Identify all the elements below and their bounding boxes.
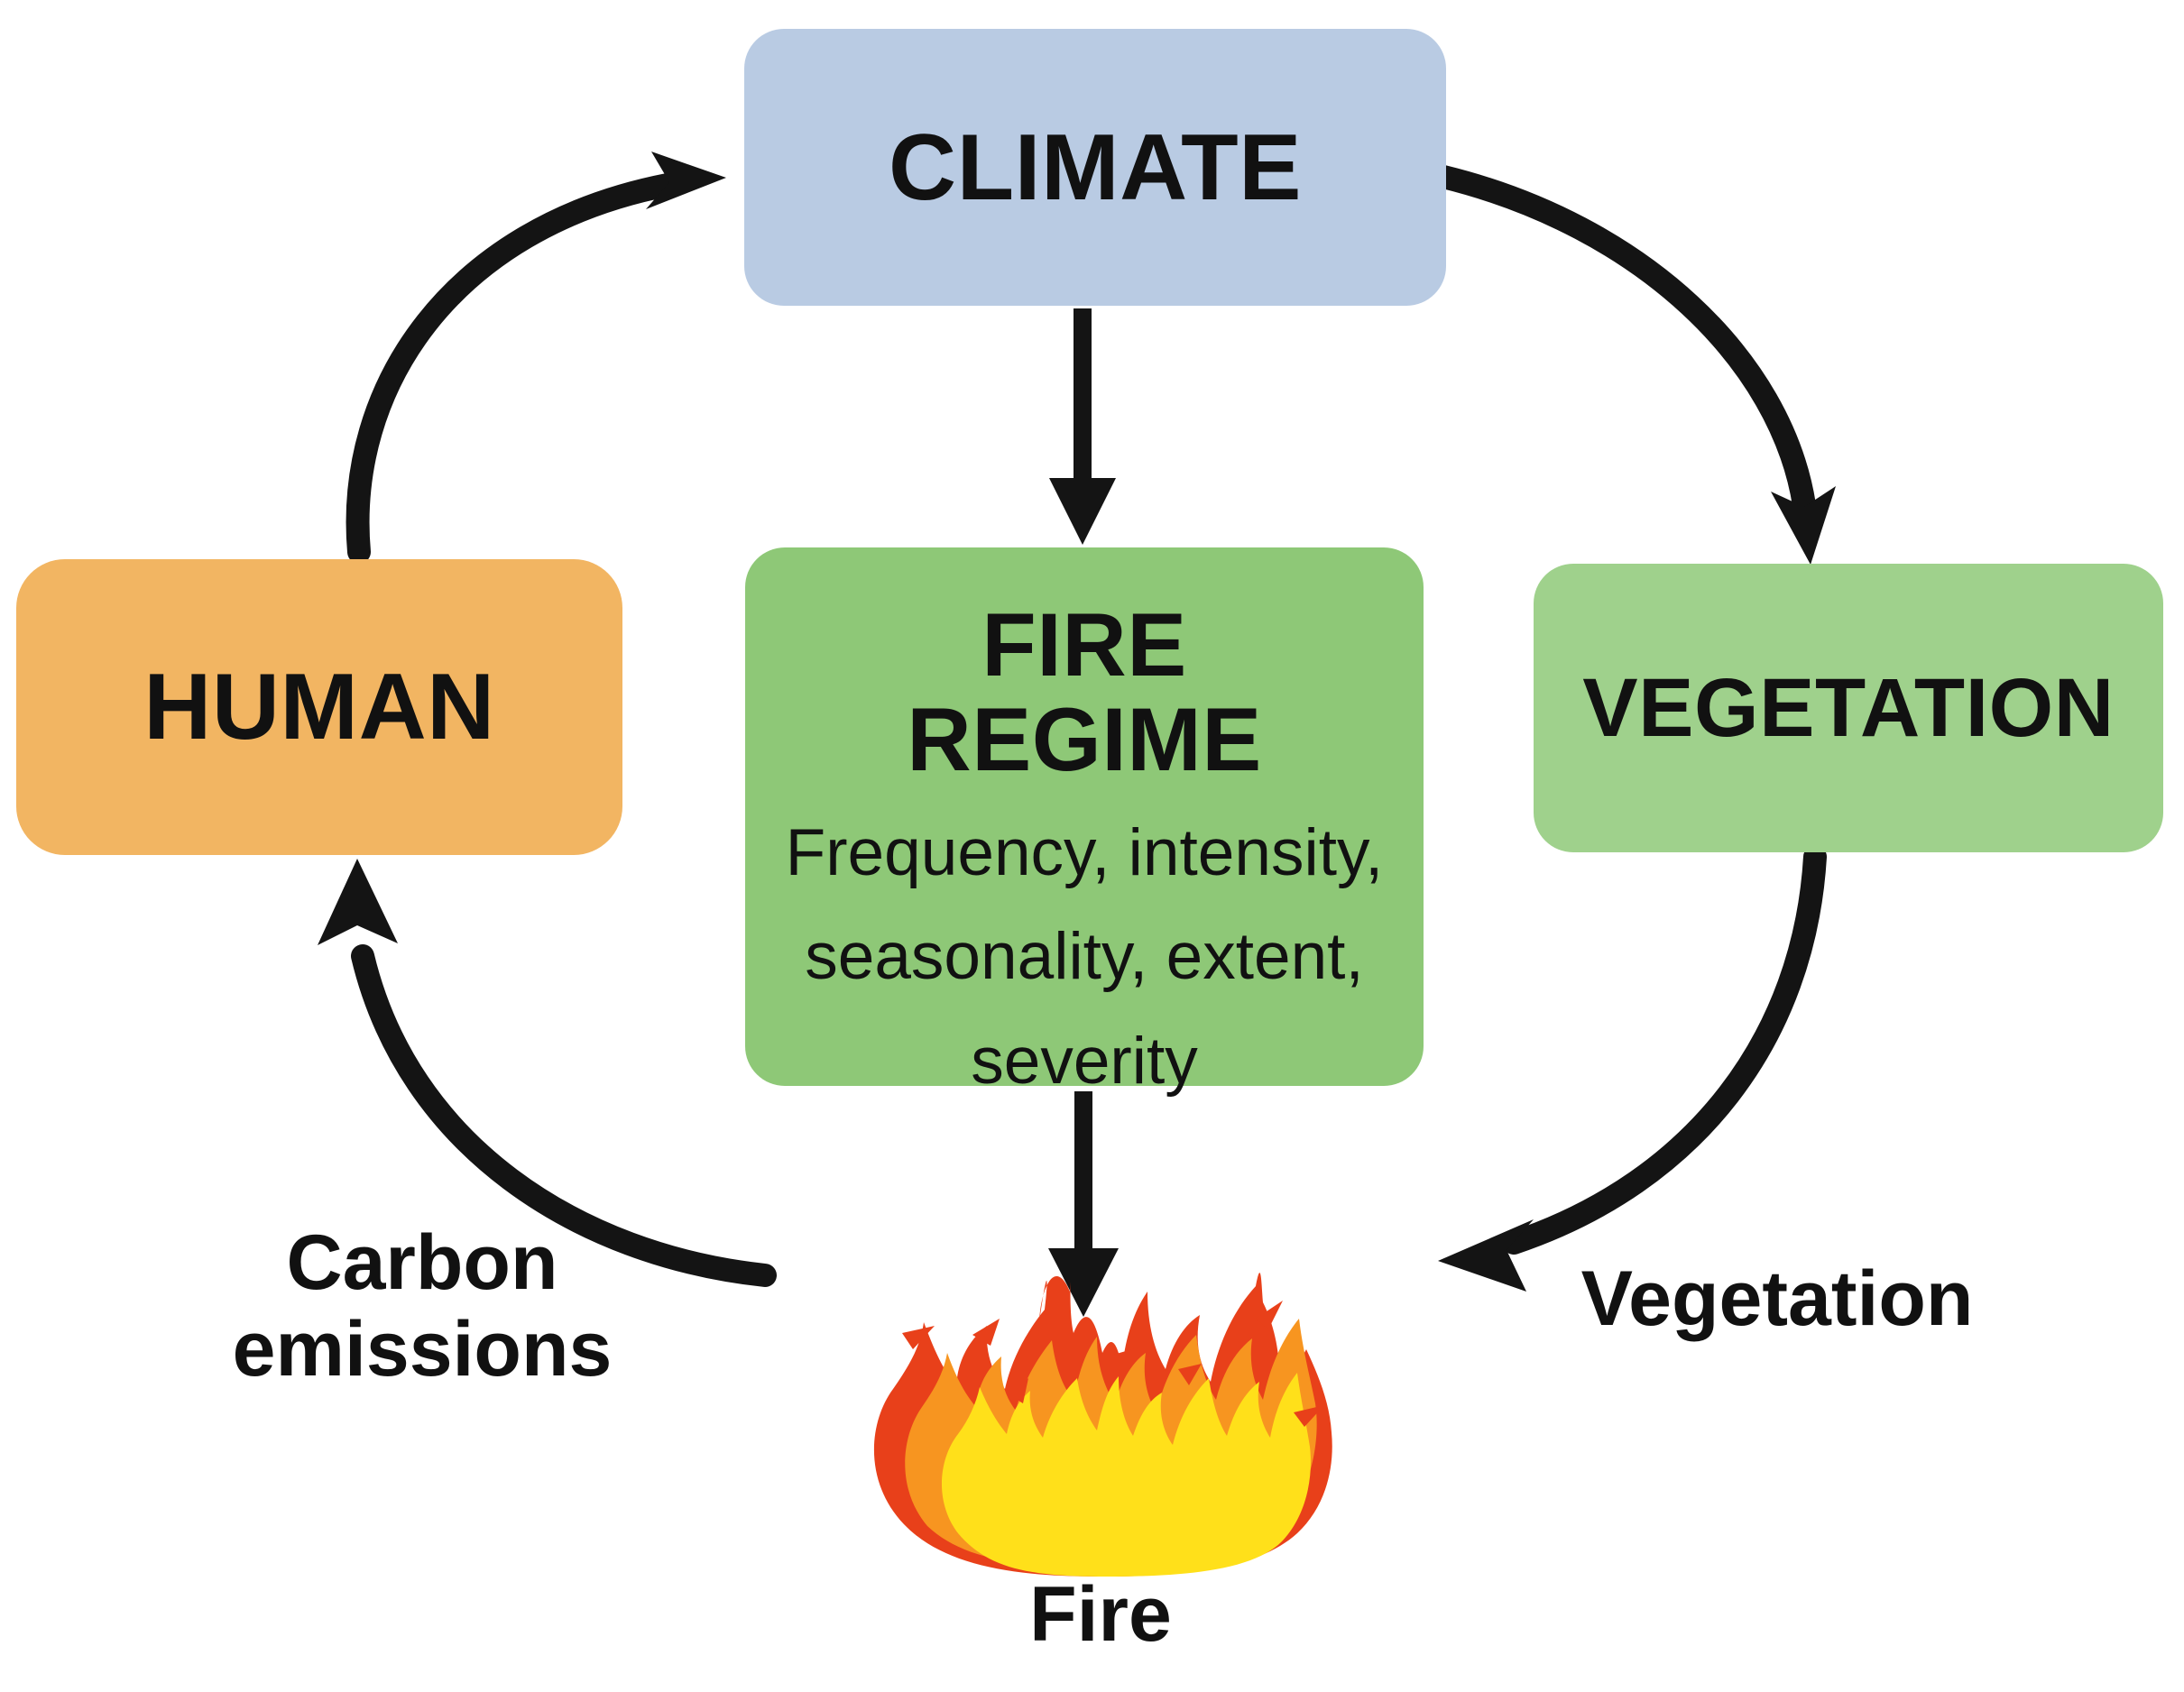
node-vegetation-label: VEGETATION (1582, 662, 2115, 754)
node-climate-label: CLIMATE (889, 115, 1302, 220)
arrow-fire-to-human (318, 859, 777, 1287)
node-fire-regime-title-line2: REGIME (907, 688, 1262, 789)
node-human-label: HUMAN (143, 655, 495, 759)
node-fire-regime[interactable]: FIRE REGIME Frequency, intensity, season… (745, 547, 1424, 1098)
node-fire-regime-description-line1: Frequency, intensity, (785, 815, 1384, 889)
node-fire-regime-description-line3: severity (971, 1024, 1198, 1098)
arrow-vegetation-to-fire-regime (1438, 845, 1827, 1292)
arrow-climate-to-vegetation (1432, 165, 1836, 565)
node-climate[interactable]: CLIMATE (744, 29, 1446, 306)
node-fire-regime-title-line1: FIRE (981, 594, 1187, 694)
label-carbon-emissions: Carbon emissions (232, 1219, 613, 1393)
arrow-human-to-climate (346, 152, 726, 564)
arrow-fire-regime-to-fire (1048, 1091, 1119, 1317)
arrow-climate-to-fire-regime (1049, 308, 1116, 545)
node-vegetation[interactable]: VEGETATION (1534, 564, 2163, 852)
node-fire-regime-description-line2: seasonality, extent, (805, 920, 1364, 994)
label-fire: Fire (1029, 1571, 1172, 1658)
label-vegetation-flow: Vegetation (1580, 1255, 1974, 1342)
flame-icon (873, 1273, 1332, 1577)
node-human[interactable]: HUMAN (16, 559, 622, 855)
